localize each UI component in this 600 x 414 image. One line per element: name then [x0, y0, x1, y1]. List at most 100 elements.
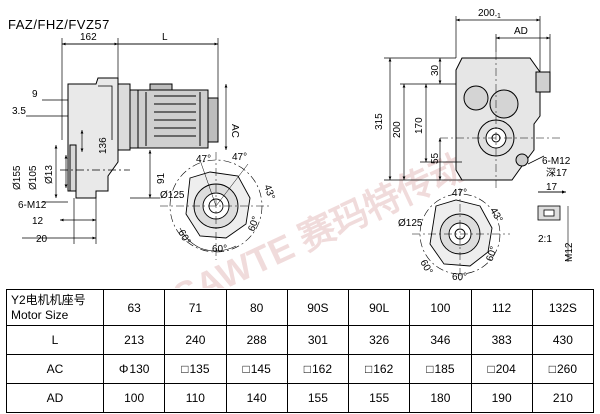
dim-L: L: [162, 32, 168, 43]
square-symbol: □: [242, 362, 250, 376]
table-cell: 326: [347, 325, 411, 355]
dim-162: 162: [80, 32, 97, 43]
side-dimensions: [22, 38, 228, 244]
table-cell: 301: [286, 325, 350, 355]
square-symbol: □: [364, 362, 373, 376]
row-label: L: [6, 325, 104, 355]
table-cell: 100: [102, 383, 166, 413]
table-cell: 383: [470, 325, 533, 355]
table-row-AC: AC Φ130 □135 □145 □162 □162 □185 □204 □2…: [6, 354, 595, 384]
table-cell: 180: [409, 383, 472, 413]
cell-value: 135: [189, 362, 210, 376]
cell-value: 185: [434, 362, 455, 376]
motor-size-cell: 112: [470, 289, 533, 326]
motor-size-table: Y2电机机座号 Motor Size 63 71 80 90S 90L 100 …: [6, 289, 595, 413]
dim-3-5: 3.5: [12, 106, 26, 117]
table-cell: 190: [470, 383, 533, 413]
thread-detail: [537, 190, 569, 262]
table-cell: 110: [164, 383, 227, 413]
table-cell: □185: [409, 354, 472, 384]
angle-60-right-a: 60°: [417, 258, 434, 277]
motor-size-cell: 80: [225, 289, 288, 326]
dim-6-m12: 6-M12: [18, 200, 47, 211]
table-cell: □135: [164, 354, 227, 384]
dim-d155: Ø155: [12, 165, 23, 190]
angle-43: 43°: [261, 183, 277, 201]
square-symbol: □: [548, 362, 556, 376]
header-label-en: Motor Size: [11, 307, 69, 322]
dim-d105: Ø105: [28, 165, 39, 190]
table-cell: □162: [286, 354, 350, 384]
table-cell: 346: [409, 325, 472, 355]
dim-170: 170: [414, 117, 425, 134]
motor-size-cell: 100: [409, 289, 472, 326]
cell-value: 204: [495, 362, 516, 376]
table-cell: 240: [164, 325, 227, 355]
dim-9: 9: [32, 89, 38, 100]
detail-ratio: 2:1: [538, 234, 552, 245]
dim-55: 55: [430, 152, 441, 164]
angle-47-b: 47°: [232, 152, 247, 163]
dim-d125-left: Ø125: [160, 190, 185, 201]
technical-drawing: SAWTE 赛玛特传动 FAZ/FHZ/FVZ57: [8, 8, 575, 288]
table-cell: 210: [531, 383, 595, 413]
front-view: [440, 52, 560, 190]
angle-43-right: 43°: [487, 206, 504, 225]
dim-AC: AC: [229, 124, 240, 138]
drawing-title: FAZ/FHZ/FVZ57: [8, 17, 110, 32]
motor-size-cell: 71: [164, 289, 227, 326]
square-symbol: □: [487, 362, 495, 376]
square-symbol: □: [303, 362, 311, 376]
angle-47-right: 47°: [452, 188, 467, 199]
motor-size-cell: 63: [102, 289, 166, 326]
angle-60-b: 60°: [212, 244, 227, 255]
dim-6-m12-front: 6-M12: [542, 156, 571, 167]
front-dimension-labels: 200-1 AD 315 200 30 170 55 6-M12 深17: [374, 8, 571, 179]
cell-value: 145: [250, 362, 271, 376]
cell-value: 130: [129, 362, 150, 376]
dim-AD: AD: [514, 26, 528, 37]
table-cell: 213: [102, 325, 166, 355]
motor-size-cell: 132S: [531, 289, 595, 326]
table-cell: 430: [531, 325, 595, 355]
angle-60-right-c: 60°: [484, 245, 500, 263]
dim-d13: Ø13: [44, 165, 55, 184]
dim-136: 136: [98, 137, 109, 154]
header-label-cell: Y2电机机座号 Motor Size: [6, 289, 104, 326]
header-label-cn: Y2电机机座号: [11, 292, 86, 307]
flange-left-labels: 47° 47° 43° Ø125 60° 60° 60°: [160, 152, 277, 255]
side-dimension-labels: 162 L AC 9 3.5 Ø155 Ø105 Ø13 136 91 6-M1…: [12, 32, 240, 245]
side-view: [60, 77, 219, 199]
flange-view-right: [412, 188, 510, 282]
cell-value: 162: [373, 362, 394, 376]
angle-60-right-b: 60°: [452, 272, 467, 283]
detail-m12: M12: [564, 242, 575, 262]
table-row-L: L 213 240 288 301 326 346 383 430: [6, 325, 595, 355]
dim-depth-17: 深17: [546, 167, 568, 179]
dim-200: 200: [392, 121, 403, 138]
cell-value: 162: [311, 362, 333, 376]
dim-d125-right: Ø125: [398, 218, 423, 229]
detail-17: 17: [546, 182, 558, 193]
diameter-symbol: Φ: [118, 362, 129, 376]
motor-size-cell: 90L: [347, 289, 411, 326]
angle-47-a: 47°: [196, 154, 211, 165]
row-label: AD: [6, 383, 104, 413]
table-cell: Φ130: [102, 354, 166, 384]
table-cell: □204: [470, 354, 533, 384]
table-cell: 288: [225, 325, 288, 355]
square-symbol: □: [426, 362, 434, 376]
motor-size-cell: 90S: [286, 289, 350, 326]
row-label: AC: [6, 354, 104, 384]
cell-value: 260: [556, 362, 578, 376]
dim-30: 30: [430, 64, 441, 76]
thread-detail-labels: 17 2:1 M12: [538, 182, 575, 262]
table-cell: 155: [347, 383, 411, 413]
dim-12: 12: [32, 216, 44, 227]
dim-20: 20: [36, 234, 48, 245]
table-header-row: Y2电机机座号 Motor Size 63 71 80 90S 90L 100 …: [6, 289, 595, 326]
flange-view-left: [160, 152, 272, 260]
angle-60-c: 60°: [246, 215, 262, 233]
table-cell: □145: [225, 354, 288, 384]
dim-200-tol: 200-1: [478, 8, 501, 20]
